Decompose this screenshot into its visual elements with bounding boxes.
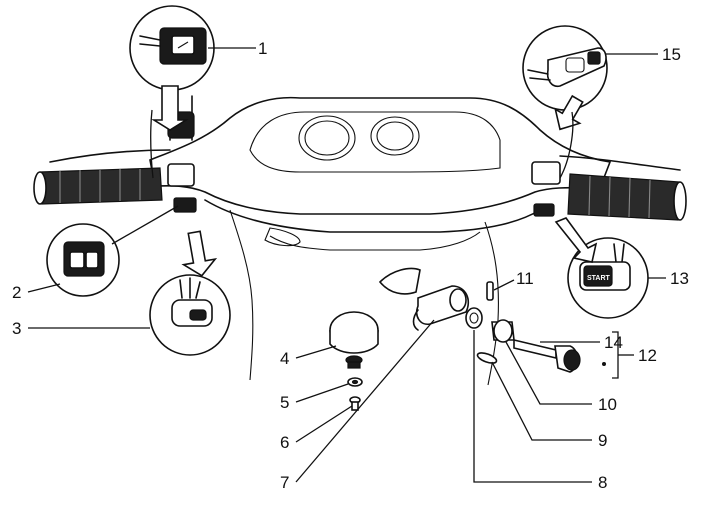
callout-5: 5 [280, 393, 289, 412]
screw-6 [349, 396, 361, 411]
leader-11 [493, 279, 515, 291]
callout-11: 11 [516, 269, 534, 288]
part-11 [486, 281, 494, 301]
inset-switch-2 [46, 223, 120, 297]
horn [329, 311, 379, 369]
washer-5 [347, 377, 363, 387]
callout-13: 13 [670, 269, 689, 288]
pointer-15 [559, 111, 574, 179]
key-barrel [491, 319, 515, 343]
callout-3: 3 [12, 319, 21, 338]
start-switch-label: START [587, 275, 611, 282]
callout-9: 9 [598, 431, 607, 450]
inset-switch-3 [149, 230, 231, 356]
leader-8 [473, 330, 592, 483]
left-handgrip [33, 149, 171, 205]
leader-9 [491, 361, 592, 441]
right-switch-housing [531, 161, 561, 217]
callout-14: 14 [604, 333, 623, 352]
leader-7 [295, 319, 435, 483]
callout-10: 10 [598, 395, 617, 414]
key-14 [513, 338, 606, 373]
leader-6 [295, 405, 353, 443]
callout-2: 2 [12, 283, 21, 302]
callout-1: 1 [258, 39, 267, 58]
cover-9 [476, 352, 498, 364]
inset-start-switch-13: START [554, 217, 649, 319]
callout-12: 12 [638, 346, 657, 365]
left-switch-housing [167, 163, 197, 213]
leader-2 [27, 283, 61, 293]
callout-15: 15 [662, 45, 681, 64]
pointer-1 [149, 109, 154, 179]
callout-4: 4 [280, 349, 289, 368]
callout-7: 7 [280, 473, 289, 492]
callout-6: 6 [280, 433, 289, 452]
pointer-2 [111, 205, 179, 245]
lock-ring-8 [465, 307, 483, 329]
inset-switch-1 [129, 5, 215, 131]
leader-10 [505, 341, 592, 405]
right-handgrip [559, 155, 687, 221]
ignition-lock [378, 267, 470, 331]
leader-5 [295, 383, 349, 403]
callout-8: 8 [598, 473, 607, 492]
inset-switch-15 [522, 25, 608, 131]
leader-4 [295, 345, 337, 359]
